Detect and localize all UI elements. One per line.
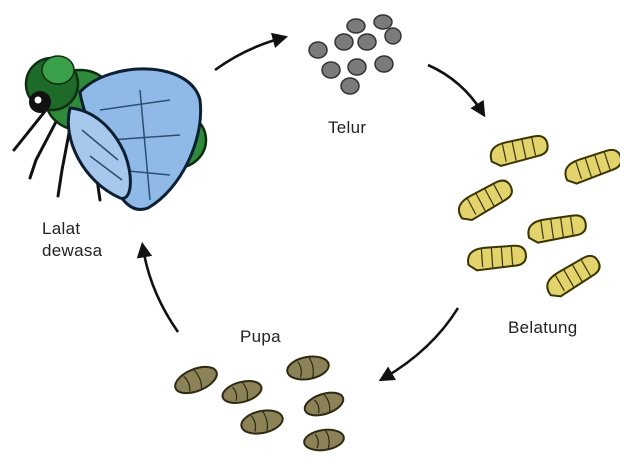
label-lalat-dewasa: Lalat dewasa xyxy=(42,218,102,262)
eggs-cluster xyxy=(309,15,401,94)
label-lalat-line1: Lalat xyxy=(42,218,102,240)
pupae-group xyxy=(171,354,346,453)
label-pupa: Pupa xyxy=(240,327,281,347)
arrow-larvae-to-pupae xyxy=(384,308,458,378)
adult-fly-illustration xyxy=(14,56,206,209)
label-belatung: Belatung xyxy=(508,318,578,338)
label-lalat-line2: dewasa xyxy=(42,240,102,262)
arrow-eggs-to-larvae xyxy=(428,65,482,112)
larvae-group xyxy=(454,134,620,301)
arrow-fly-to-eggs xyxy=(215,38,282,70)
label-telur: Telur xyxy=(328,118,366,138)
arrow-pupae-to-fly xyxy=(143,248,178,332)
